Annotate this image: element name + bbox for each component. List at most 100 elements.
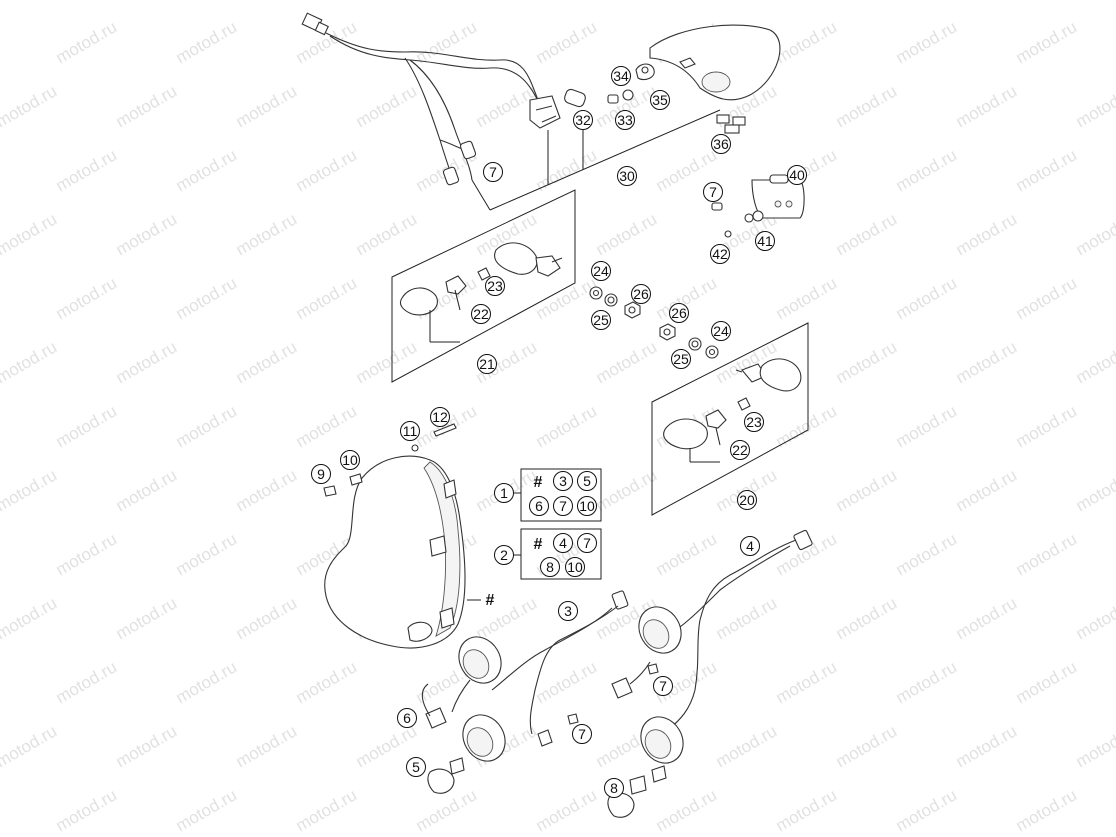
watermark-text: motod.ru (833, 209, 901, 259)
callout-3: 3 (558, 601, 578, 621)
callout-label: 5 (412, 759, 420, 775)
watermark-text: motod.ru (0, 209, 60, 259)
callout-label: 10 (342, 452, 358, 468)
callout-22-right: 22 (730, 440, 750, 460)
kit2-8: 8 (540, 557, 560, 577)
watermark-text: motod.ru (293, 785, 361, 835)
watermark-text: motod.ru (653, 529, 721, 579)
watermark-text: motod.ru (293, 17, 361, 67)
callout-label: 9 (317, 466, 325, 482)
watermark-text: motod.ru (113, 0, 181, 3)
callout-label: 4 (746, 538, 754, 554)
callout-label: 26 (633, 286, 649, 302)
callout-25-upper: 25 (591, 310, 611, 330)
watermark-text: motod.ru (833, 721, 901, 771)
kit1-10: 10 (577, 496, 597, 516)
callout-label: 36 (713, 136, 729, 152)
watermark-text: motod.ru (53, 145, 121, 195)
kit-box-1-frame (514, 468, 602, 522)
watermark-text: motod.ru (773, 657, 841, 707)
watermark-text: motod.ru (233, 81, 301, 131)
watermark-text: motod.ru (173, 657, 241, 707)
watermark-text: motod.ru (53, 273, 121, 323)
callout-23-left: 23 (485, 276, 505, 296)
watermark-text: motod.ru (173, 785, 241, 835)
callout-label: 34 (613, 68, 629, 84)
headlight-hash: # (486, 592, 495, 609)
callout-label: 6 (403, 710, 411, 726)
kit-2-hash: # (534, 536, 543, 553)
headlight-assembly (323, 423, 466, 649)
watermark-text: motod.ru (1073, 337, 1116, 387)
watermark-text: motod.ru (233, 209, 301, 259)
watermark-text: motod.ru (173, 401, 241, 451)
kit1-5: 5 (577, 471, 597, 491)
kit2-7: 7 (577, 533, 597, 553)
wiring-harness-30 (301, 12, 781, 211)
callout-label: 25 (593, 312, 609, 328)
tail-light-40 (711, 174, 805, 238)
watermark-text: motod.ru (1073, 209, 1116, 259)
watermark-text: motod.ru (653, 785, 721, 835)
watermark-text: motod.ru (233, 593, 301, 643)
callout-label: 1 (500, 485, 508, 501)
callout-6: 6 (397, 708, 417, 728)
watermark-text: motod.ru (353, 81, 421, 131)
watermark-text: motod.ru (953, 593, 1021, 643)
watermark-text: motod.ru (893, 17, 961, 67)
callout-label: 5 (583, 473, 591, 489)
callout-label: 26 (671, 305, 687, 321)
callout-32: 32 (573, 110, 593, 130)
watermark-text: motod.ru (893, 145, 961, 195)
kit-box-2-frame (514, 528, 602, 580)
watermark-text: motod.ru (953, 721, 1021, 771)
callout-label: 23 (487, 278, 503, 294)
callout-label: 3 (564, 603, 572, 619)
watermark-text: motod.ru (173, 17, 241, 67)
watermark-text: motod.ru (173, 145, 241, 195)
callout-label: 24 (713, 323, 729, 339)
callout-layer: 34 35 33 32 36 30 7 40 7 41 42 23 22 21 … (311, 66, 807, 798)
watermark-text: motod.ru (53, 785, 121, 835)
callout-7-harness4: 7 (653, 676, 673, 696)
callout-label: 41 (757, 233, 773, 249)
watermark-text: motod.ru (1013, 529, 1081, 579)
watermark-text: motod.ru (293, 657, 361, 707)
watermark-text: motod.ru (833, 81, 901, 131)
watermark-text: motod.ru (0, 721, 60, 771)
watermark-text: motod.ru (413, 785, 481, 835)
watermark-text: motod.ru (593, 465, 661, 515)
callout-2: 2 (494, 545, 514, 565)
kit-1-hash: # (534, 474, 543, 491)
watermark-text: motod.ru (1013, 657, 1081, 707)
watermark-text: motod.ru (593, 337, 661, 387)
indicator-kit-20 (651, 322, 809, 516)
callout-23-right: 23 (744, 412, 764, 432)
callout-label: 20 (739, 492, 755, 508)
watermark-text: motod.ru (233, 337, 301, 387)
callout-label: 3 (559, 473, 567, 489)
callout-label: 7 (659, 678, 667, 694)
watermark-text: motod.ru (713, 721, 781, 771)
watermark-text: motod.ru (833, 593, 901, 643)
watermark-text: motod.ru (233, 0, 301, 3)
callout-9: 9 (311, 464, 331, 484)
callout-8: 8 (604, 778, 624, 798)
watermark-text: motod.ru (113, 81, 181, 131)
watermark-text: motod.ru (1073, 0, 1116, 3)
callout-7-top: 7 (483, 162, 503, 182)
callout-label: 7 (578, 726, 586, 742)
watermark-text: motod.ru (353, 0, 421, 3)
watermark-text: motod.ru (953, 0, 1021, 3)
callout-7-harness3: 7 (572, 724, 592, 744)
callout-label: 10 (579, 498, 595, 514)
headlight-harness-4 (607, 529, 813, 818)
watermark-text: motod.ru (533, 273, 601, 323)
callout-12: 12 (430, 407, 450, 427)
watermark-text: motod.ru (893, 785, 961, 835)
callout-label: 25 (673, 351, 689, 367)
callout-26-upper: 26 (631, 284, 651, 304)
watermark-text: motod.ru (1013, 273, 1081, 323)
callout-label: 35 (652, 92, 668, 108)
